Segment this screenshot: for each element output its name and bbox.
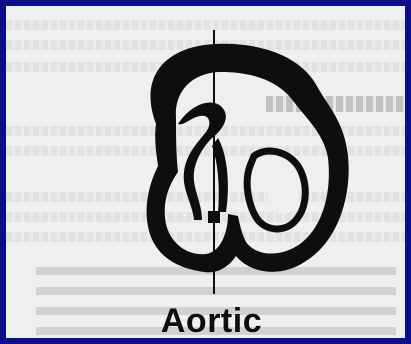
right-notch	[266, 177, 299, 214]
figure-caption: Aortic	[6, 302, 411, 341]
heart-outline	[147, 44, 349, 273]
aortic-cross-section-diagram	[6, 6, 411, 344]
transducer-marker	[208, 211, 220, 223]
